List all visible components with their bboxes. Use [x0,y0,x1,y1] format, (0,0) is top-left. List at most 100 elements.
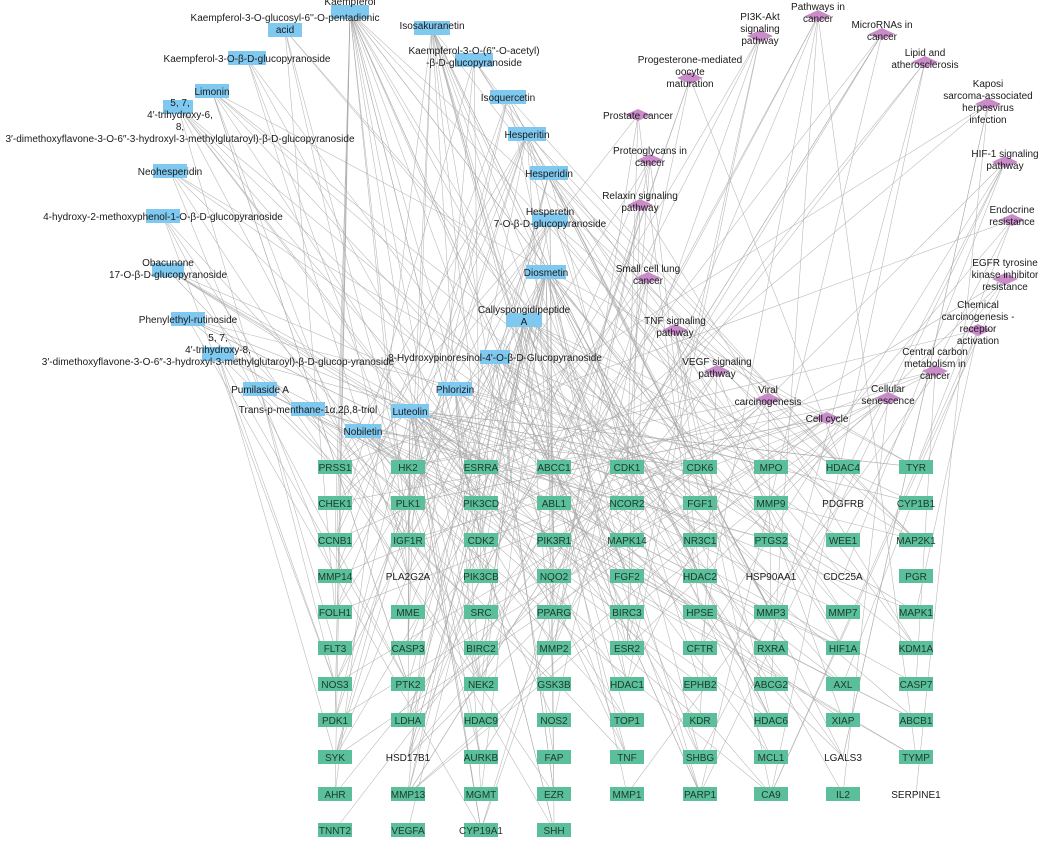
target-box [391,605,425,619]
compound-label: -β-D-glucopyranoside [426,58,522,69]
edge-line [334,11,351,613]
compound-box [202,347,234,361]
target-box [683,605,717,619]
edge-line [169,170,336,577]
compound-label: Hesperidin [525,169,573,180]
target-label: NR3C1 [684,536,717,547]
target-box [826,787,860,801]
pathway-node-chemical-carcinogenesis-receptor-activat [965,324,991,336]
edge-line [770,329,979,795]
edge-line [480,35,761,831]
edge-line [334,35,761,758]
target-box [899,496,933,510]
target-node-pparg: PPARG [537,605,571,619]
target-label: NOS2 [540,716,568,727]
target-node-vegfa: VEGFA [391,823,425,837]
target-label: NEK2 [468,680,495,691]
edge-line [409,410,917,468]
target-box [826,533,860,547]
pathway-label: pathway [698,369,735,380]
edge-line [480,319,525,685]
edge-line [553,398,769,541]
target-label: HDAC4 [826,463,860,474]
target-box [683,787,717,801]
target-label: MMP2 [540,644,569,655]
pathway-label: resistance [982,282,1028,293]
target-node-ncor2: NCOR2 [609,496,645,510]
target-label: NOS3 [321,680,349,691]
pathway-diamond [747,30,773,42]
edge-line [699,161,1006,758]
target-node-tnf: TNF [610,750,644,764]
target-node-kdm1a: KDM1A [899,641,934,655]
target-label: TNF [617,753,636,764]
target-box [754,605,788,619]
target-node-mmp2: MMP2 [537,641,571,655]
target-label: BIRC3 [612,608,642,619]
compound-box [345,424,381,438]
compound-box [331,5,369,19]
target-node-abcg2: ABCG2 [754,677,788,691]
edge-line [407,159,651,541]
pathway-diamond [627,199,653,211]
pathway-node-small-cell-lung-cancer [635,272,661,284]
target-label: EPHB2 [684,680,717,691]
edge-line [480,277,649,577]
target-box [391,713,425,727]
edge-line [177,106,482,504]
target-label: CCNB1 [318,536,352,547]
edge-line [167,269,628,758]
pathway-label: cancer [635,158,666,169]
edge-line [480,370,936,541]
pathway-diamond [814,412,840,424]
target-box [464,460,498,474]
edge-line [307,408,772,541]
target-box [754,750,788,764]
pathway-label: VEGF signaling [682,357,751,368]
edge-line [553,114,639,649]
edge-line [494,356,772,468]
target-node-serpine1: SERPINE1 [891,790,941,801]
pathway-node-tnf-signaling-pathway [662,324,688,336]
compound-node-limonin [195,84,229,98]
edge-line [162,215,409,685]
pathway-diamond [662,324,688,336]
compound-node-neohesperidin [153,164,187,178]
target-node-flt3: FLT3 [318,641,352,655]
edge-line [431,27,482,468]
edge-line [407,277,649,577]
edge-line [167,269,917,685]
compound-label: Trans-p-menthane-1α,2β,8-triol [239,405,377,416]
target-box [899,641,933,655]
compound-label: acid [276,25,294,36]
target-label: FGF2 [614,572,640,583]
target-node-birc2: BIRC2 [464,641,498,655]
target-node-hpse: HPSE [683,605,717,619]
compound-box [228,51,266,65]
target-label: ABCB1 [900,716,933,727]
edge-layer [162,11,1013,831]
compound-node-8-hydroxypinoresinol-4-o-d-glucopyranosi [480,350,510,364]
edge-line [362,430,772,541]
pathway-node-hif-1-signaling-pathway [992,156,1018,168]
target-node-igf1r: IGF1R [391,533,425,547]
pathway-label: Viral [758,385,778,396]
edge-line [674,329,917,468]
target-box [610,750,644,764]
target-label: TYR [906,463,926,474]
pathway-label: resistance [989,217,1035,228]
edge-line [626,159,651,468]
compound-label: 8, [176,122,184,133]
target-label: CDK2 [468,536,495,547]
target-node-ptgs2: PTGS2 [754,533,788,547]
target-label: FGF1 [687,499,713,510]
edge-line [211,90,409,613]
target-box [537,750,571,764]
pathway-diamond [922,365,948,377]
target-label: HDAC1 [610,680,644,691]
edge-line [334,96,509,758]
edge-line [349,11,701,795]
target-label: AHR [324,790,345,801]
target-label: MMP1 [613,790,642,801]
